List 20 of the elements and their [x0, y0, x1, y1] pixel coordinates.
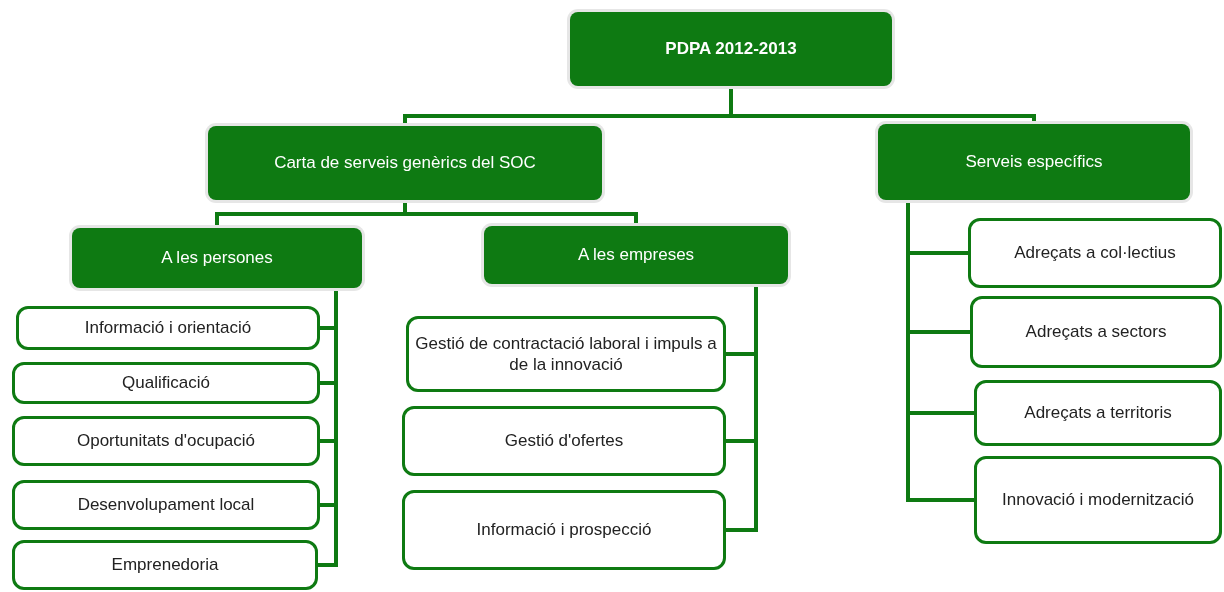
category-box: Serveis específics — [878, 124, 1190, 200]
connector-line — [729, 86, 1036, 124]
category-box: PDPA 2012-2013 — [570, 12, 892, 86]
connector-line — [726, 284, 758, 532]
item-box: Adreçats a col·lectius — [968, 218, 1222, 288]
item-box: Gestió de contractació laboral i impuls a de la innovació — [406, 316, 726, 392]
item-box: Desenvolupament local — [12, 480, 320, 530]
item-box: Qualificació — [12, 362, 320, 404]
item-box: Gestió d'ofertes — [402, 406, 726, 476]
item-box: Emprenedoria — [12, 540, 318, 590]
connector-line — [906, 200, 974, 502]
category-box: Carta de serveis genèrics del SOC — [208, 126, 602, 200]
item-box: Informació i orientació — [16, 306, 320, 350]
item-box: Innovació i modernització — [974, 456, 1222, 544]
item-box: Adreçats a sectors — [970, 296, 1222, 368]
item-box: Adreçats a territoris — [974, 380, 1222, 446]
item-box: Informació i prospecció — [402, 490, 726, 570]
item-box: Oportunitats d'ocupació — [12, 416, 320, 466]
category-box: A les empreses — [484, 226, 788, 284]
category-box: A les persones — [72, 228, 362, 288]
